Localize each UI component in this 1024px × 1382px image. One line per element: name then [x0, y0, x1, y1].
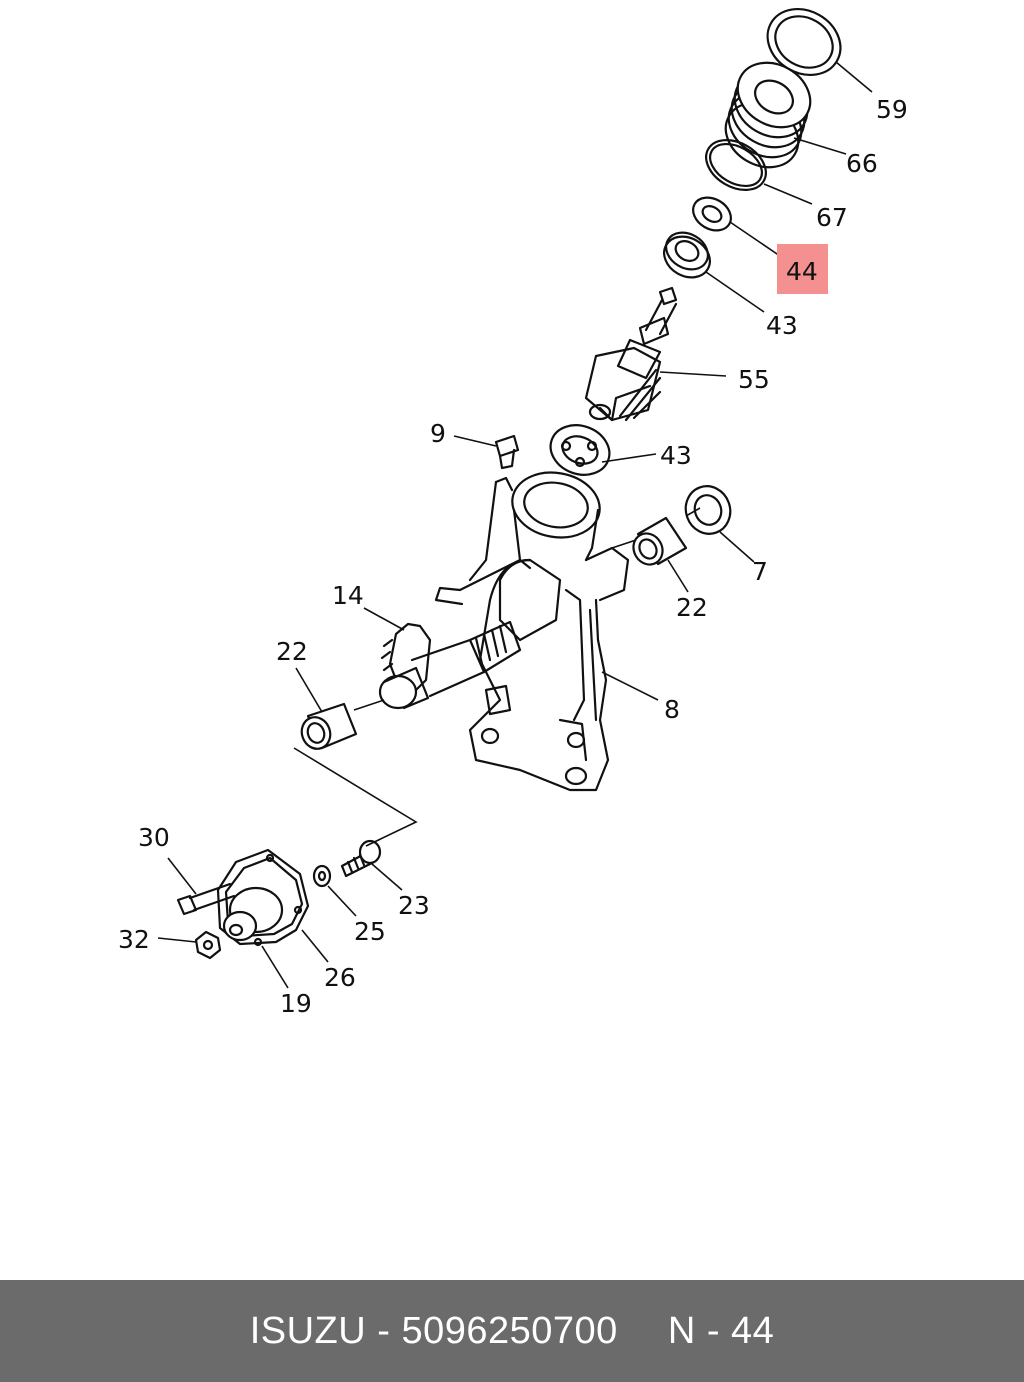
part-66-seal-stack	[724, 61, 812, 169]
callout-26: 26	[324, 963, 356, 992]
callout-9: 9	[430, 419, 446, 448]
callout-8: 8	[664, 695, 680, 724]
part-67-o-ring	[705, 139, 767, 191]
callout-66: 66	[846, 149, 878, 178]
callout-labels: 59 66 67 44 43 55 9 43 7 14 22 22 8 30 2…	[118, 95, 908, 1018]
callout-32: 32	[118, 925, 150, 954]
part-19-side-cover	[216, 848, 310, 947]
callout-22-right: 22	[676, 593, 708, 622]
part-8-gear-housing	[434, 471, 630, 792]
part-25-washer	[312, 864, 332, 888]
exploded-parts-diagram: 59 66 67 44 43 55 9 43 7 14 22 22 8 30 2…	[118, 8, 908, 1018]
part-43-upper-bearing	[663, 231, 711, 279]
callout-7: 7	[752, 557, 768, 586]
callout-19: 19	[280, 989, 312, 1018]
assembly-lines	[293, 507, 701, 847]
footer-caption-bar: ISUZU - 5096250700 N - 44	[0, 1280, 1024, 1382]
part-22-left-needle-bearing	[300, 702, 358, 750]
part-14-sector-shaft	[378, 620, 522, 710]
footer-reference: N - 44	[667, 1309, 775, 1352]
part-44-washer	[692, 196, 732, 232]
part-9-plug	[494, 434, 520, 470]
callout-14: 14	[332, 581, 364, 610]
callout-23: 23	[398, 891, 430, 920]
footer-brand-part-number: ISUZU - 5096250700	[249, 1309, 618, 1352]
part-32-nut	[194, 930, 222, 960]
part-43-lower-bearing	[549, 424, 611, 476]
callout-67: 67	[816, 203, 848, 232]
callout-55: 55	[738, 365, 770, 394]
highlight-box-44	[777, 244, 828, 294]
part-30-bolt	[176, 882, 236, 916]
part-23-adjusting-screw	[340, 839, 382, 878]
part-22-right-needle-bearing	[632, 516, 688, 566]
callout-59: 59	[876, 95, 908, 124]
callout-22-left: 22	[276, 637, 308, 666]
callout-30: 30	[138, 823, 170, 852]
callout-25: 25	[354, 917, 386, 946]
part-55-worm-shaft	[584, 286, 678, 422]
callout-44: 44	[786, 257, 818, 286]
leader-lines	[157, 61, 873, 989]
callout-43-upper: 43	[766, 311, 798, 340]
callout-43-lower: 43	[660, 441, 692, 470]
part-7-oil-seal	[684, 485, 732, 535]
